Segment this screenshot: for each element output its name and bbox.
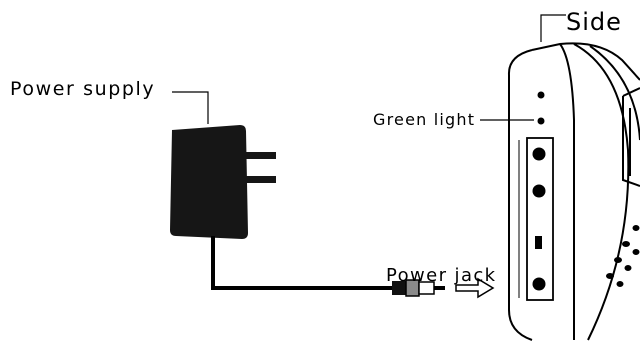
leader-power-supply: [172, 91, 209, 124]
flow-arrow-icon: [455, 277, 495, 299]
port-top: [532, 147, 546, 161]
indicator-dot: [537, 91, 545, 99]
green-light-label: Green light: [373, 110, 476, 129]
port-panel: [526, 137, 554, 301]
switch-port: [535, 236, 542, 249]
speaker-grille: [606, 225, 640, 287]
port-middle: [532, 184, 546, 198]
power-jack-label: Power jack: [386, 265, 497, 286]
power-supply-label: Power supply: [10, 78, 156, 100]
power-adapter: [170, 125, 276, 239]
leader-side: [540, 14, 566, 42]
adapter-prong-bottom: [246, 176, 276, 183]
side-label: Side: [566, 8, 622, 36]
device-side-view: [507, 42, 640, 341]
dc-plug: [392, 279, 445, 297]
adapter-prong-top: [246, 152, 276, 159]
green-light-indicator: [537, 117, 545, 125]
power-jack-port: [532, 277, 546, 291]
power-cable: [211, 236, 395, 290]
